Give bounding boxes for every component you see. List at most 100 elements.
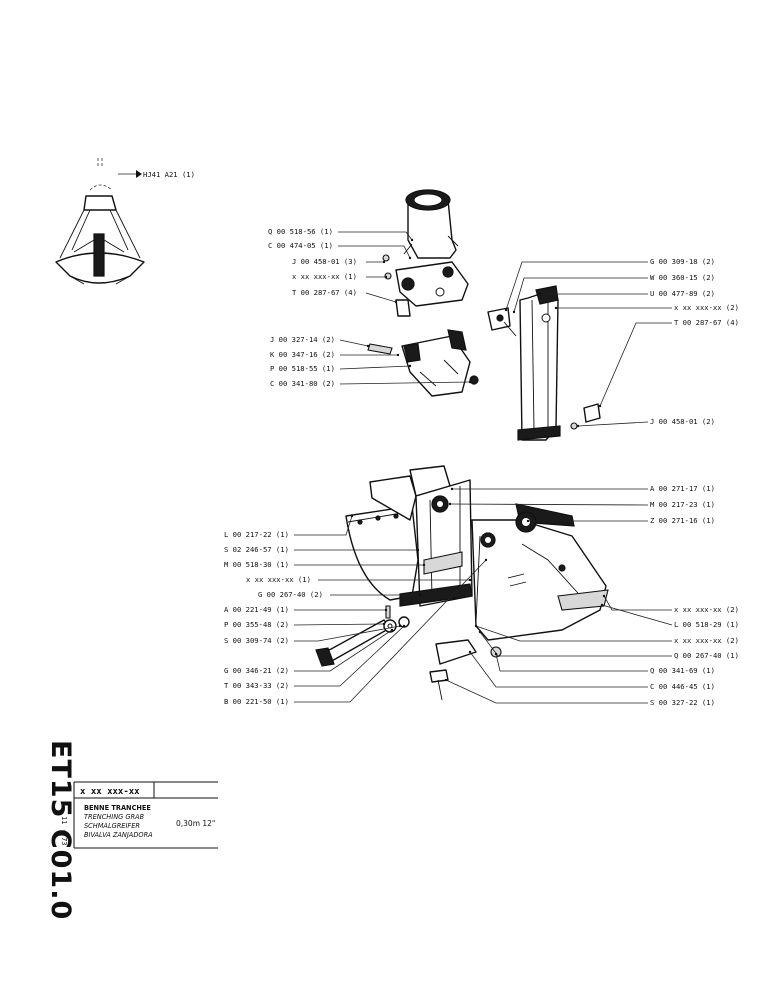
leader-end [422,563,426,567]
part-label: L 00 518-29 (1) [674,620,739,629]
title-block: ET15 C01.0 11 - 73 x xx xxx-xx BENNE TRA… [45,740,218,920]
part-label: Q 00 341-69 (1) [650,666,715,675]
leader-end [478,630,482,634]
reference-callout: HJ41 A21 (1) [118,170,195,179]
leader-line [339,381,471,385]
callout-p23: G 00 267-40 (2) [258,590,422,599]
grab-size: 0,30m 12" [176,819,215,828]
head-bracket [367,329,479,397]
leader-line [577,421,649,427]
leader-end [390,628,394,632]
leader-end [512,310,516,314]
part-label: S 02 246-57 (1) [224,545,289,554]
leader-end [382,622,386,626]
callout-p20: S 02 246-57 (1) [224,545,420,554]
leader-end [410,238,414,242]
callout-p5: T 00 287-67 (4) [292,288,398,304]
leader-line [339,339,369,347]
leader-end [398,624,402,628]
title-en: TRENCHING GRAB [84,813,145,821]
leader-line [505,261,648,311]
sheet-code: ET15 C01.0 [45,740,76,920]
callout-p35: C 00 446-45 (1) [468,650,715,691]
leader-end [554,306,558,310]
callout-p4: x xx xxx-xx (1) [292,272,388,281]
callout-p28: T 00 343-33 (2) [224,624,406,690]
part-label: T 00 287-67 (4) [674,318,739,327]
callout-p19: L 00 217-22 (1) [224,514,354,539]
leader-end [408,364,412,368]
callout-p2: C 00 474-05 (1) [268,241,412,260]
loose-parts [315,605,502,701]
callout-p25: P 00 355-48 (2) [224,620,386,629]
leader-end [602,594,606,598]
leader-line [294,625,401,642]
part-label: Q 00 267-40 (1) [674,651,739,660]
leader-end [468,578,472,582]
head-yoke [382,254,469,317]
part-label: T 00 287-67 (4) [292,288,357,297]
leader-end [402,624,406,628]
title-de: SCHMALGREIFER [84,822,140,830]
left-frame [369,465,473,607]
callout-p10: G 00 309-18 (2) [504,257,715,312]
leader-line [479,631,672,657]
sheet-date: 11 - 73 [60,816,68,846]
leader-end [416,548,420,552]
overview-grab-icon [55,158,145,285]
leader-end [600,603,604,607]
leader-end [468,650,472,654]
leader-end [450,487,454,491]
callout-p13: x xx xxx-xx (2) [554,303,739,312]
leader-line [445,679,648,704]
leader-line [513,277,648,313]
part-number: x xx xxx-xx [80,787,140,797]
leader-line [338,231,413,241]
callout-p11: W 00 360-15 (2) [512,273,715,314]
part-label: U 00 477-89 (2) [650,289,715,298]
part-label: x xx xxx-xx (2) [674,605,739,614]
leader-line [603,595,672,611]
leader-line [294,629,393,672]
callout-p12: U 00 477-89 (2) [538,289,715,298]
leader-end [538,292,542,296]
leader-line [294,625,405,687]
arm-assembly [487,285,601,441]
part-label: M 00 518-30 (1) [224,560,289,569]
callout-p30: x xx xxx-xx (2) [602,594,739,614]
callout-p18: Z 00 271-16 (1) [526,516,715,525]
leader-end [504,308,508,312]
part-label: J 00 458-01 (2) [650,417,715,426]
callout-p34: Q 00 341-69 (1) [494,652,715,675]
left-jaw [345,505,419,601]
part-label: W 00 360-15 (2) [650,273,715,282]
title-fr: BENNE TRANCHEE [84,804,151,812]
part-label: M 00 217-23 (1) [650,500,715,509]
callout-p33: Q 00 267-40 (1) [478,630,739,660]
leader-line [449,503,649,506]
leader-end [418,593,422,597]
part-label: G 00 309-18 (2) [650,257,715,266]
part-label: G 00 267-40 (2) [258,590,323,599]
leader-line [339,365,411,370]
leader-end [474,624,478,628]
leader-end [526,519,530,523]
leader-end [468,380,472,384]
callout-p32: x xx xxx-xx (2) [474,624,739,645]
callout-p24: A 00 221-49 (1) [224,605,388,614]
leader-end [384,275,388,279]
leader-end [396,353,400,357]
leader-end [494,652,498,656]
part-label: K 00 347-16 (2) [270,350,335,359]
callout-p7: K 00 347-16 (2) [270,350,400,359]
part-label: P 00 518-55 (1) [270,364,335,373]
part-label: S 00 327-22 (1) [650,698,715,707]
callout-p1: Q 00 518-56 (1) [268,227,414,242]
part-callouts: Q 00 518-56 (1)C 00 474-05 (1) J 00 458-0… [224,227,739,707]
callout-p8: P 00 518-55 (1) [270,364,412,373]
part-label: C 00 341-80 (2) [270,379,335,388]
leader-line [599,322,672,407]
part-label: A 00 271-17 (1) [650,484,715,493]
part-label: J 00 327-14 (2) [270,335,335,344]
